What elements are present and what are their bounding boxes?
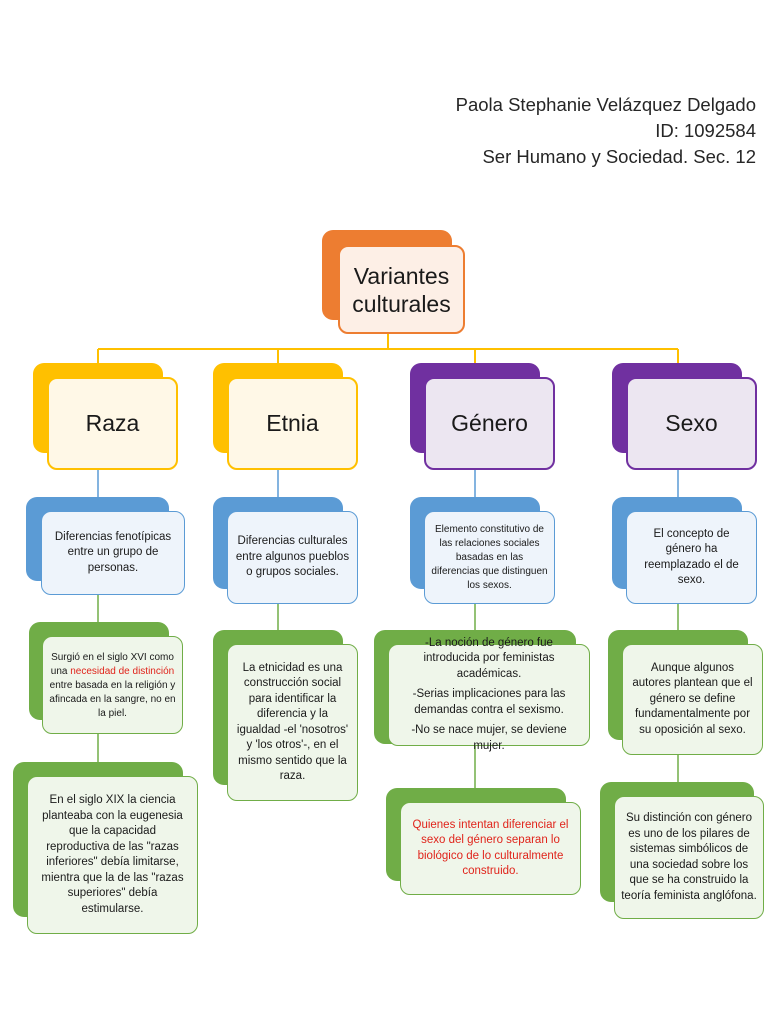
author-name: Paola Stephanie Velázquez Delgado xyxy=(455,94,756,115)
root-title-line1: Variantes xyxy=(353,262,450,289)
definition-etnia-text: Diferencias culturales entre algunos pue… xyxy=(227,511,358,604)
raza-detail-1-text: Surgió en el siglo XVI como una necesida… xyxy=(42,636,183,734)
sexo-detail-1-text: Aunque algunos autores plantean que el g… xyxy=(622,644,763,755)
category-genero-label: Género xyxy=(424,377,555,470)
sexo-detail-2-text: Su distinción con género es uno de los p… xyxy=(614,796,764,919)
genero-point-3: -No se nace mujer, se deviene mujer. xyxy=(411,724,567,752)
genero-point-2: -Serias implicaciones para las demandas … xyxy=(412,688,566,716)
genero-point-1: -La noción de género fue introducida por… xyxy=(423,636,555,680)
course-name: Ser Humano y Sociedad. Sec. 12 xyxy=(482,146,756,167)
student-id: ID: 1092584 xyxy=(655,120,756,141)
genero-detail-2-text: Quienes intentan diferenciar el sexo del… xyxy=(400,802,581,895)
category-sexo-label: Sexo xyxy=(626,377,757,470)
highlight-text: necesidad de distinción xyxy=(70,666,175,677)
definition-genero-text: Elemento constitutivo de las relaciones … xyxy=(424,511,555,604)
root-title-line2: culturales xyxy=(352,290,451,317)
category-etnia-label: Etnia xyxy=(227,377,358,470)
definition-raza-text: Diferencias fenotípicas entre un grupo d… xyxy=(41,511,185,595)
genero-detail-1-text: -La noción de género fue introducida por… xyxy=(388,637,590,752)
author-header: Paola Stephanie Velázquez Delgado ID: 10… xyxy=(456,92,756,170)
definition-sexo-text: El concepto de género ha reemplazado el … xyxy=(626,511,757,604)
category-raza-label: Raza xyxy=(47,377,178,470)
etnia-detail-1-text: La etnicidad es una construcción social … xyxy=(227,644,358,801)
raza-detail-2-text: En el siglo XIX la ciencia planteaba con… xyxy=(27,776,198,934)
